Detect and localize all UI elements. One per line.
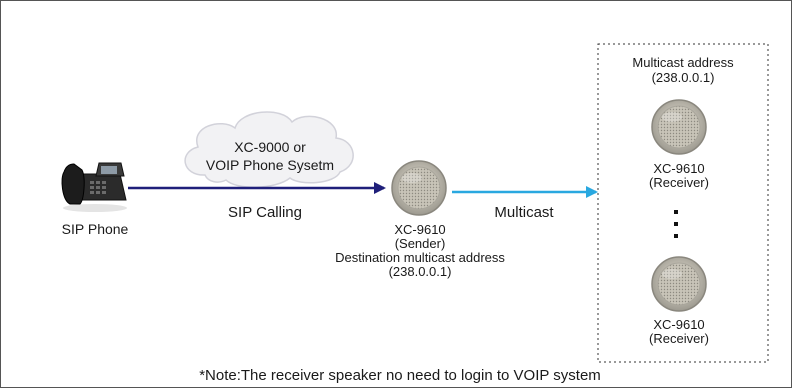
receiver-speaker-icon <box>651 99 707 155</box>
sip-phone-label: SIP Phone <box>61 221 129 237</box>
receiver-role-label: (Receiver) <box>649 331 709 346</box>
receiver-group-address: (238.0.0.1) <box>651 70 715 85</box>
sender-model-label: XC-9610 <box>394 222 446 237</box>
destination-address-label: Destination multicast address <box>335 250 505 265</box>
cloud-label-line1: XC-9000 or <box>234 139 306 155</box>
footnote: *Note:The receiver speaker no need to lo… <box>199 367 601 384</box>
receiver-model-label: XC-9610 <box>653 161 705 176</box>
sip-phone-icon <box>61 162 127 212</box>
receiver-model-label: XC-9610 <box>653 317 705 332</box>
multicast-label: Multicast <box>494 204 554 221</box>
cloud-label-line2: VOIP Phone Sysetm <box>205 157 335 173</box>
receiver-group-box <box>597 43 769 363</box>
more-receivers-dots <box>674 210 678 238</box>
receiver-speaker-icon <box>651 256 707 312</box>
destination-address-value: (238.0.0.1) <box>388 264 452 279</box>
sender-speaker-icon <box>391 160 447 216</box>
receiver-group-title: Multicast address <box>632 55 734 70</box>
receiver-role-label: (Receiver) <box>649 175 709 190</box>
sender-role-label: (Sender) <box>394 236 446 251</box>
sip-calling-label: SIP Calling <box>228 204 302 221</box>
